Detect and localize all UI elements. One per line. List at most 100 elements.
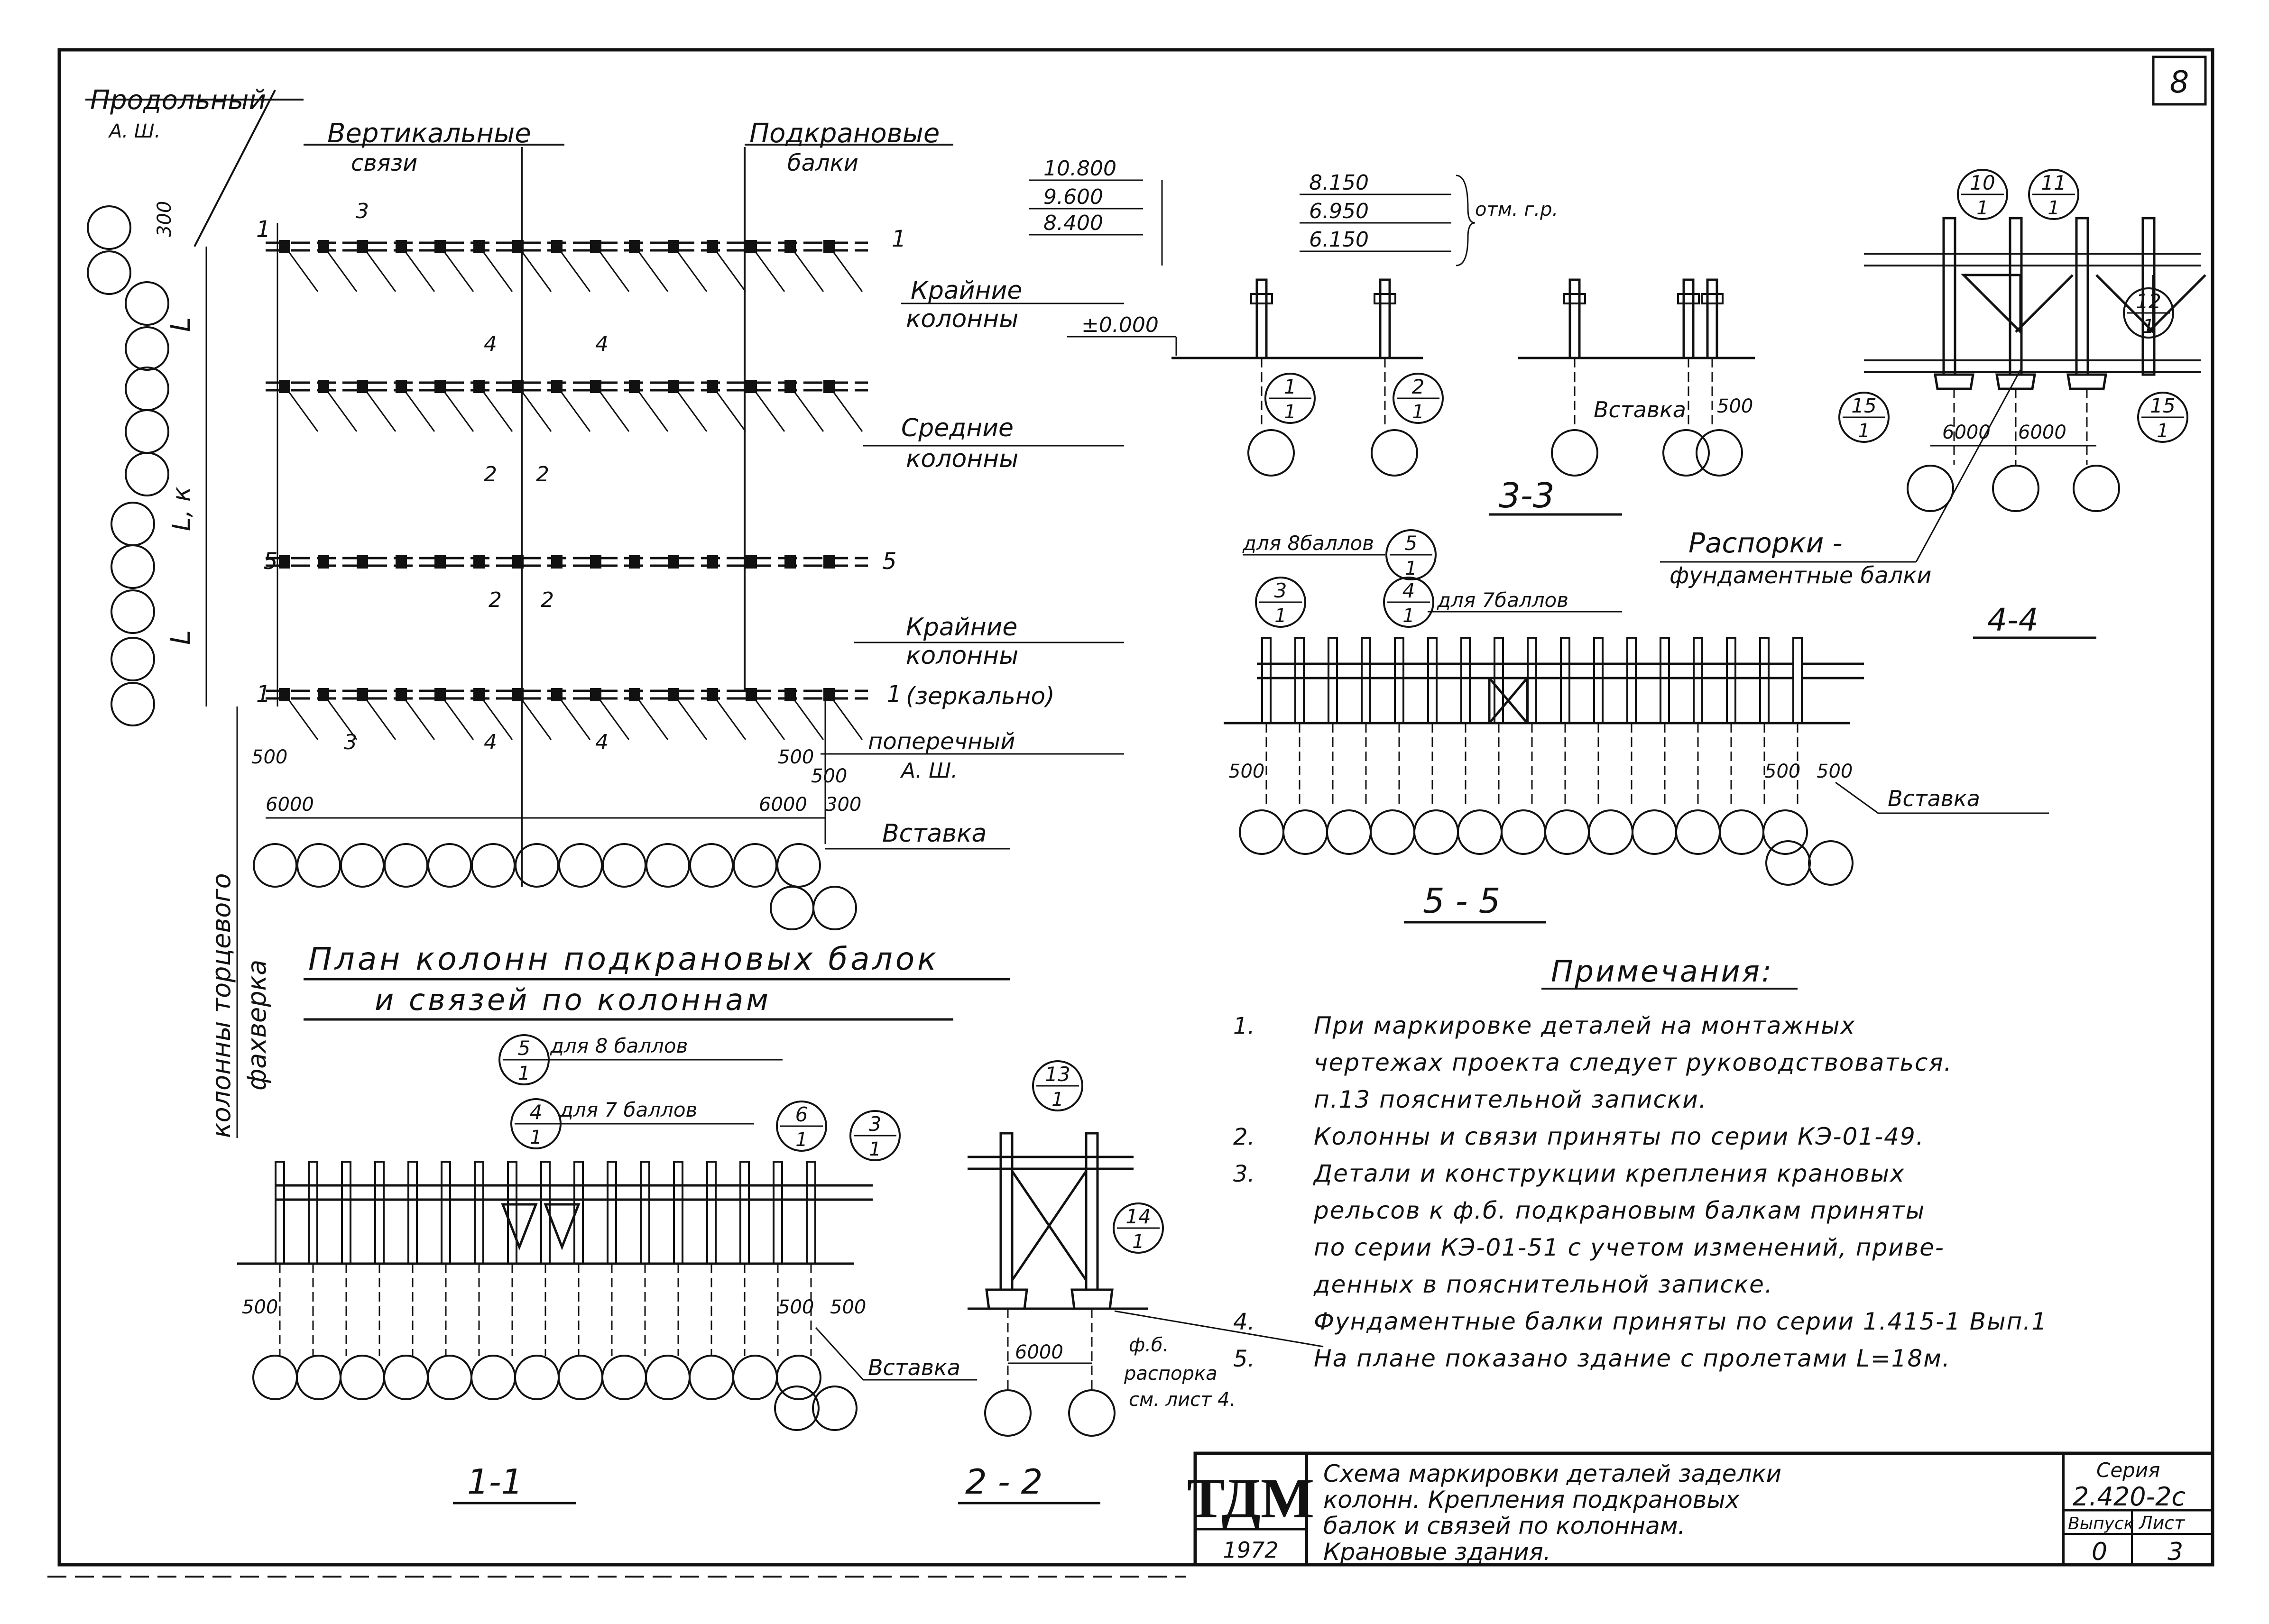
column-mark	[590, 380, 601, 393]
svg-text:1: 1	[2048, 197, 2059, 219]
marker-4-4-12: 121	[2123, 287, 2174, 339]
axis-bubble	[125, 367, 169, 411]
column-mark	[279, 555, 290, 569]
insert-dim-33: 500	[1717, 395, 1753, 417]
column-mark	[551, 240, 563, 253]
axis-bubble	[776, 843, 821, 888]
svg-text:1: 1	[1858, 420, 1870, 442]
sec-3-bottom: 3	[344, 730, 357, 754]
marker-1-1-6: 61	[776, 1101, 827, 1152]
stamp-series-label: Серия	[2096, 1459, 2160, 1482]
svg-text:1: 1	[795, 1129, 807, 1151]
column-mark	[473, 240, 485, 253]
column-mark	[668, 688, 679, 701]
svg-text:1.: 1.	[1233, 1013, 1255, 1039]
column-mark	[551, 555, 563, 569]
sec-5-right: 5	[882, 548, 897, 575]
column-mark	[823, 380, 835, 393]
marker-4-4-15a: 151	[1838, 392, 1890, 443]
svg-text:1: 1	[1402, 605, 1414, 627]
elev-9600: 9.600	[1043, 185, 1103, 209]
sec-1-left: 1	[256, 216, 271, 243]
section-2-2: 6000 ф.б. распорка см. лист 4. 2 - 2	[958, 1132, 1324, 1505]
svg-text:3: 3	[1274, 579, 1287, 602]
column-mark	[784, 240, 796, 253]
svg-text:5.: 5.	[1233, 1346, 1255, 1372]
marker-1-1-3: 31	[849, 1110, 901, 1161]
svg-text:1: 1	[1051, 1089, 1063, 1110]
label-transverse: поперечный	[868, 728, 1015, 755]
axis-bubble	[471, 843, 516, 888]
note-line: чертежах проекта следует руководствовать…	[1314, 1049, 1951, 1076]
label-axis-short: А. Ш.	[108, 120, 160, 142]
title-stamp: ТДМ 1972 Схема маркировки деталей заделк…	[1187, 1451, 2214, 1567]
column-mark	[279, 688, 290, 701]
column-mark	[396, 240, 407, 253]
notes-block: Примечания: 1.При маркировке деталей на …	[1233, 954, 2048, 1372]
sec-4-b: 4	[595, 332, 609, 356]
sheet-frame	[57, 48, 2214, 1567]
label-vertical-ties: Вертикальные	[327, 118, 531, 149]
note-line: рельсов к ф.б. подкрановым балкам принят…	[1313, 1197, 1924, 1224]
label-transverse-2: А. Ш.	[900, 759, 958, 783]
axis-bubble	[111, 544, 155, 589]
axis-bubble	[296, 843, 341, 888]
column-mark	[551, 688, 563, 701]
dim-11-c: 500	[830, 1296, 866, 1318]
svg-text:5: 5	[518, 1037, 531, 1060]
plan-title-2: и связей по колоннам	[375, 982, 771, 1017]
elev-rr-label: отм. г.р.	[1475, 199, 1558, 220]
axis-bubble	[253, 843, 297, 888]
stamp-issue-label: Выпуск	[2068, 1514, 2134, 1533]
svg-text:2.: 2.	[1233, 1124, 1255, 1150]
column-mark	[551, 380, 563, 393]
svg-text:Фундаментные балки приняты по: Фундаментные балки приняты по серии 1.41…	[1314, 1308, 2048, 1335]
stamp-sheet-value: 3	[2168, 1538, 2183, 1566]
dim-11-a: 500	[242, 1296, 278, 1318]
svg-text:15: 15	[2150, 394, 2175, 417]
label-mid-cols-2: колонны	[906, 445, 1018, 473]
svg-text:3.: 3.	[1233, 1161, 1255, 1187]
insert-label-55: Вставка	[1888, 786, 1980, 811]
column-mark	[590, 688, 601, 701]
column-mark	[668, 380, 679, 393]
sec-4-d: 4	[595, 730, 609, 754]
svg-text:1: 1	[1284, 401, 1296, 423]
dim-300b: 300	[825, 794, 861, 816]
sec-2-a: 2	[484, 462, 497, 486]
column-mark	[434, 380, 446, 393]
column-mark	[629, 688, 640, 701]
column-mark	[746, 240, 757, 253]
marker-2-2-14: 141	[1113, 1202, 1164, 1254]
svg-text:1: 1	[2142, 316, 2154, 338]
svg-text:15: 15	[1851, 394, 1876, 417]
dim-55-c: 500	[1817, 761, 1853, 782]
marker-4-4-11: 111	[2028, 169, 2079, 220]
dim-500b: 500	[778, 746, 814, 768]
label-outer-cols-2: колонны	[906, 305, 1018, 333]
column-mark	[396, 688, 407, 701]
svg-text:денных в пояснительной записке: денных в пояснительной записке.	[1313, 1271, 1773, 1298]
dim-500c: 500	[811, 765, 847, 787]
column-mark	[396, 555, 407, 569]
svg-text:11: 11	[2041, 171, 2066, 194]
label-crane-beams: Подкрановые	[749, 118, 940, 149]
stamp-title-3: балок и связей по колоннам.	[1323, 1512, 1685, 1540]
svg-text:1: 1	[518, 1063, 530, 1084]
struts-label: Распорки -	[1688, 527, 1843, 559]
sec-1-right-b: 1	[887, 681, 902, 707]
column-mark	[318, 555, 329, 569]
axis-bubble	[111, 637, 155, 681]
elev-8400: 8.400	[1043, 211, 1103, 235]
axis-bubble	[125, 409, 169, 454]
stamp-year: 1972	[1223, 1537, 1278, 1563]
dim-6000a: 6000	[266, 794, 314, 816]
axis-bubble	[558, 843, 603, 888]
svg-text:5: 5	[1405, 532, 1418, 555]
column-mark	[473, 555, 485, 569]
axis-bubble	[340, 843, 385, 888]
insert-label-11: Вставка	[868, 1355, 960, 1380]
marker-2-2-13: 131	[1032, 1060, 1083, 1111]
note-line: 2.Колонны и связи приняты по серии КЭ-01…	[1233, 1123, 1924, 1150]
dim-55-a: 500	[1228, 761, 1264, 782]
